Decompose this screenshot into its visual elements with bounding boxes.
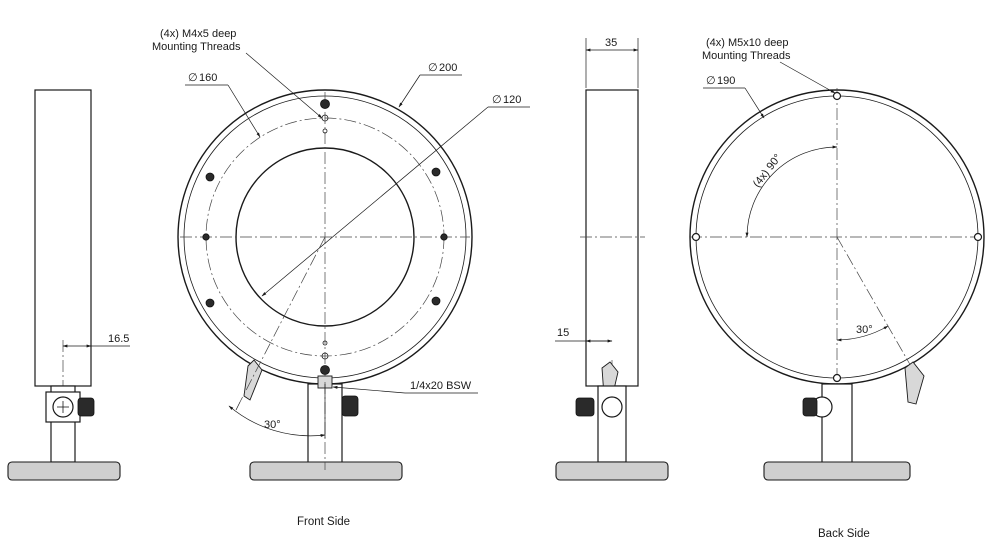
dim-15: 15 xyxy=(557,327,569,339)
front-angle-30: 30° xyxy=(264,419,281,431)
back-hole-right xyxy=(973,232,983,242)
hole-ll xyxy=(205,298,215,308)
hole-ul xyxy=(205,172,215,182)
back-angle-90: (4x) 90° xyxy=(751,152,784,190)
hole-bottom-tiny xyxy=(322,340,328,346)
dim-dia-120: 120 xyxy=(503,94,521,106)
dia-symbol-200: ∅ xyxy=(428,62,438,74)
base-plate-right xyxy=(555,461,669,481)
front-view-title: Front Side xyxy=(297,516,350,528)
dim-16-5: 16.5 xyxy=(108,333,129,345)
hole-bottom-large xyxy=(320,365,330,375)
dia-symbol-190: ∅ xyxy=(706,75,716,87)
dia-symbol-120: ∅ xyxy=(492,94,502,106)
back-hole-bottom xyxy=(832,373,842,383)
locking-lever xyxy=(243,359,263,401)
front-base-plate xyxy=(249,461,403,481)
dia-symbol-160: ∅ xyxy=(188,72,198,84)
back-view: (4x) 90° 30° (4x) M5x10 deep Mounting Th… xyxy=(689,37,985,540)
back-angle-30: 30° xyxy=(856,324,873,336)
back-hole-top xyxy=(832,91,842,101)
front-thumb-screw xyxy=(341,395,359,417)
hole-left xyxy=(202,233,210,241)
hole-ur xyxy=(431,167,441,177)
base-plate xyxy=(7,461,121,481)
dim-dia-160: 160 xyxy=(199,72,217,84)
thumb-screw-right xyxy=(575,397,595,417)
post-right xyxy=(597,385,627,463)
side-body xyxy=(34,89,92,387)
front-thread-note-2: Mounting Threads xyxy=(152,41,241,53)
clamp-knob-right xyxy=(601,396,623,418)
back-angle-arc-30 xyxy=(836,325,889,342)
hole-top-tiny xyxy=(322,128,328,134)
angle-arc-30 xyxy=(228,405,326,437)
left-side-view: 16.5 xyxy=(7,89,130,481)
front-view: 30° (4x) M4x5 deep Mounting Threads ∅ 16… xyxy=(152,28,530,528)
locking-lever-back xyxy=(904,361,925,405)
post-thread-label: 1/4x20 BSW xyxy=(410,380,472,392)
hole-bottom-small xyxy=(321,352,329,360)
dim-dia-190: 190 xyxy=(717,75,735,87)
hole-top-large xyxy=(320,99,330,109)
back-base-plate xyxy=(763,461,911,481)
back-hole-left xyxy=(691,232,701,242)
thumb-screw xyxy=(77,397,95,417)
hole-right xyxy=(440,233,448,241)
angle-arc-90 xyxy=(745,145,838,238)
front-thread-note-1: (4x) M4x5 deep xyxy=(160,28,236,40)
back-view-title: Back Side xyxy=(818,528,870,540)
back-post xyxy=(821,383,853,465)
back-thumb-screw xyxy=(802,397,818,417)
hole-lr xyxy=(431,296,441,306)
back-thread-note-2: Mounting Threads xyxy=(702,50,791,62)
back-thread-note-1: (4x) M5x10 deep xyxy=(706,37,789,49)
dim-dia-200: 200 xyxy=(439,62,457,74)
right-side-view: 35 15 xyxy=(555,37,669,481)
dim-35: 35 xyxy=(605,37,617,49)
side-body-right xyxy=(585,89,639,387)
